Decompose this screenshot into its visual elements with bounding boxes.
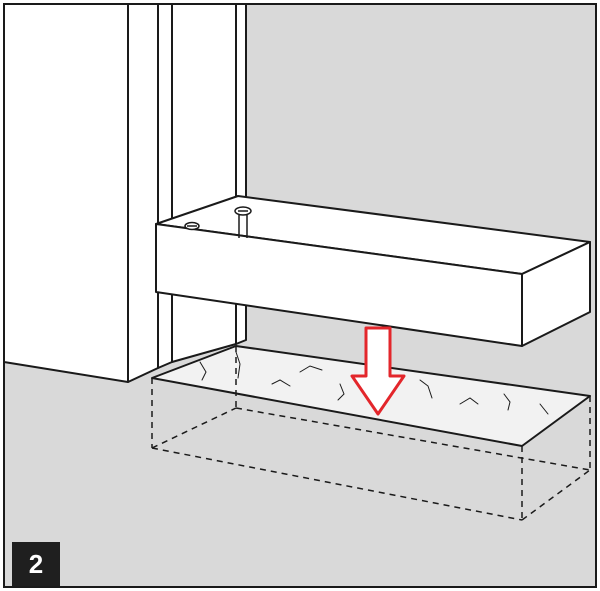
threshold-block (155, 195, 591, 347)
wall-frame (3, 3, 247, 383)
wall-jamb-inner (157, 3, 173, 369)
screw-icon (184, 221, 200, 231)
wall-front-face (3, 3, 129, 383)
screw-icon (234, 206, 252, 238)
wall-panel (171, 3, 237, 363)
block-end-face (521, 241, 591, 347)
down-arrow-icon (350, 326, 406, 416)
step-number-badge: 2 (12, 542, 60, 586)
wall-jamb (127, 3, 159, 383)
